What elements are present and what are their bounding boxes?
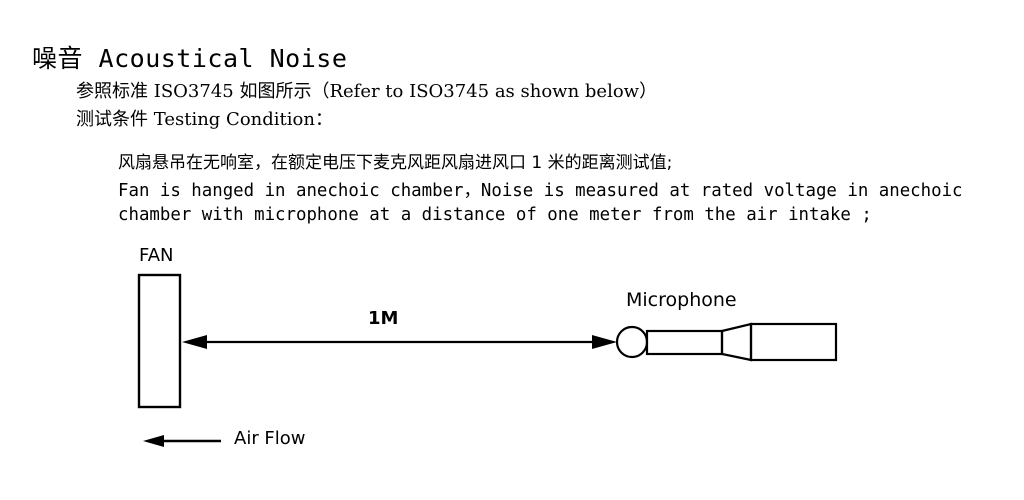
microphone-shape [615, 322, 838, 362]
fan-label: FAN [139, 245, 174, 266]
fan-shape [137, 273, 182, 409]
testing-condition-heading: 测试条件 Testing Condition： [76, 109, 333, 130]
description-english-line-2: chamber with microphone at a distance of… [118, 205, 872, 225]
distance-arrow [182, 335, 617, 349]
distance-label: 1M [368, 308, 399, 329]
reference-standard-line: 参照标准 ISO3745 如图所示（Refer to ISO3745 as sh… [76, 81, 658, 102]
microphone-label: Microphone [626, 289, 737, 311]
description-english-line-1: Fan is hanged in anechoic chamber，Noise … [118, 181, 963, 201]
description-chinese: 风扇悬吊在无响室，在额定电压下麦克风距风扇进风口 1 米的距离测试值; [118, 153, 673, 173]
section-title: 噪音 Acoustical Noise [32, 44, 348, 73]
airflow-label: Air Flow [234, 428, 306, 449]
airflow-arrow [143, 435, 221, 447]
